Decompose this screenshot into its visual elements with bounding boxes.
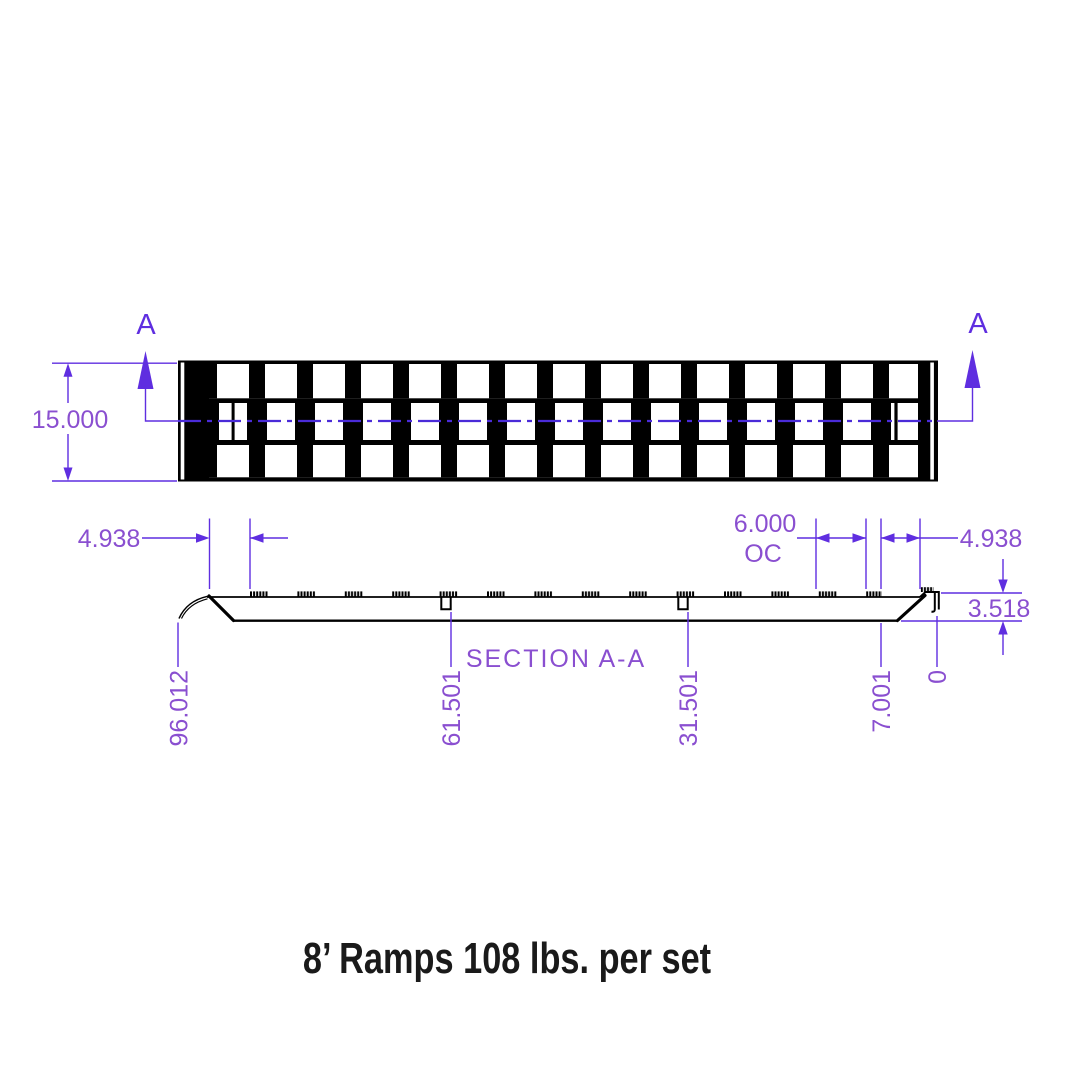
arrow-left-icon: [881, 533, 895, 543]
dim-end-offset-value: 4.938: [960, 525, 1023, 553]
dim-lip-offset: 4.938: [78, 518, 288, 589]
section-label-left: A: [136, 309, 156, 341]
approach-bevel: [207, 594, 236, 623]
arrow-down-icon: [998, 579, 1008, 593]
tread-row-top: [209, 364, 918, 399]
ramp-section-profile: [178, 587, 940, 623]
dim-width-value: 15.000: [32, 406, 108, 434]
section-cut-indicators: A A: [136, 308, 988, 422]
rung-notch-2: [677, 597, 689, 611]
curb-lip-inner: [180, 598, 208, 619]
ordinate-label-31: 31.501: [675, 670, 703, 746]
arrow-up-icon: [998, 621, 1008, 635]
arrow-right-icon: [906, 533, 920, 543]
dim-rung-spacing: 6.000 OC: [734, 510, 867, 589]
dim-rung-spacing-value: 6.000: [734, 510, 797, 538]
curb-lip-outer: [178, 595, 208, 619]
section-title: SECTION A-A: [466, 645, 646, 673]
bed-hook-inner: [931, 592, 936, 613]
ordinate-dimensions: 96.012 61.501 31.501 7.001 0: [166, 612, 952, 746]
section-arrow-left-icon: [137, 351, 154, 389]
arrow-right-icon: [852, 533, 866, 543]
rung-notch-1: [440, 597, 452, 611]
traction-teeth-tip: [920, 587, 934, 592]
arrow-up-icon: [63, 363, 73, 377]
end-bevel: [895, 593, 927, 623]
dim-rung-spacing-suffix: OC: [744, 540, 782, 568]
ordinate-label-96: 96.012: [166, 670, 194, 746]
ramp-top-view: [178, 360, 938, 482]
ordinate-label-61: 61.501: [438, 670, 466, 746]
arrow-left-icon: [816, 533, 830, 543]
dim-lip-offset-value: 4.938: [78, 525, 141, 553]
section-label-right: A: [968, 308, 988, 340]
section-arrow-right-icon: [964, 350, 981, 388]
dim-end-offset: 4.938: [880, 518, 1023, 589]
ordinate-label-0: 0: [924, 670, 952, 684]
ordinate-label-7: 7.001: [868, 670, 896, 733]
traction-teeth: [250, 591, 882, 597]
dim-end-height-value: 3.518: [968, 595, 1031, 623]
dim-ramp-width: 15.000: [32, 362, 177, 482]
arrow-down-icon: [63, 467, 73, 481]
dim-end-height: 3.518: [901, 559, 1030, 655]
right-slot-divider: [894, 403, 898, 440]
drawing-title: 8’ Ramps 108 lbs. per set: [302, 934, 712, 983]
arrow-right-icon: [196, 533, 210, 543]
tread-row-bottom: [209, 445, 918, 478]
bed-hook-outer: [919, 591, 940, 610]
right-end-seam: [930, 362, 934, 480]
